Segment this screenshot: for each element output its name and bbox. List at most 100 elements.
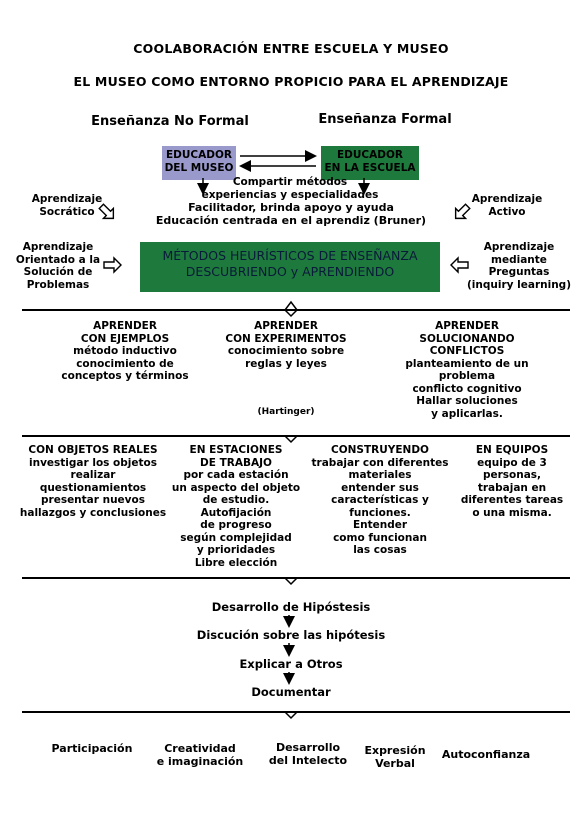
aprender-conflictos-l3: CONFLICTOS xyxy=(429,345,505,357)
modo-construyendo-l9: las cosas xyxy=(353,544,407,556)
modo-estaciones-l5: de estudio. xyxy=(202,494,270,506)
socratico-line1: Aprendizaje xyxy=(31,193,103,205)
divider-2 xyxy=(22,435,570,437)
divider-3 xyxy=(22,577,570,579)
facilitador-line2: Educación centrada en el aprendiz (Brune… xyxy=(155,214,427,227)
resultado-participacion: Participación xyxy=(42,742,142,756)
aprender-ejemplos-l5: conceptos y términos xyxy=(61,370,189,382)
educador-escuela-box: EDUCADOR EN LA ESCUELA xyxy=(321,146,419,180)
preguntas-line3: Preguntas xyxy=(488,266,550,278)
aprender-conflictos-l5: problema xyxy=(438,370,496,382)
aprendizaje-orientado: Aprendizaje Orientado a la Solución de P… xyxy=(12,241,104,291)
modo-objetos-l5: hallazgos y conclusiones xyxy=(19,506,167,519)
paso-discucion: Discución sobre las hipótesis xyxy=(196,628,386,642)
modo-equipos-l6: o una misma. xyxy=(472,506,552,519)
paso-explicar: Explicar a Otros xyxy=(239,657,343,671)
resultado-creatividad: Creatividad e imaginación xyxy=(150,742,250,768)
modo-objetos-l3: realizar questionamientos xyxy=(39,469,147,494)
orientado-line2: Orientado a la xyxy=(15,253,101,266)
modo-estaciones-l1: EN ESTACIONES xyxy=(189,444,283,456)
resultado-creatividad-l1: Creatividad xyxy=(164,742,236,755)
label-formal: Enseñanza Formal xyxy=(318,112,452,127)
paso-hipotesis: Desarrollo de Hipóstesis xyxy=(211,600,371,614)
resultado-intelecto: Desarrollo del Intelecto xyxy=(258,741,358,767)
modo-estaciones: EN ESTACIONES DE TRABAJO por cada estaci… xyxy=(170,444,302,569)
resultado-intelecto-l2: del Intelecto xyxy=(268,753,348,767)
compartir-text: Compartir métodos experiencias y especia… xyxy=(180,176,400,201)
metodos-line1: MÉTODOS HEURÍSTICOS DE ENSEÑANZA xyxy=(162,248,418,263)
modo-construyendo-l8: como funcionan xyxy=(333,531,427,544)
modo-construyendo-l4: entender sus xyxy=(341,481,419,494)
educador-escuela-line1: EDUCADOR xyxy=(337,149,403,161)
modo-estaciones-l3: por cada estación xyxy=(183,469,289,481)
modo-estaciones-l8: según complejidad xyxy=(180,531,292,544)
aprender-conflictos-l4: planteamiento de un xyxy=(405,357,529,370)
modo-estaciones-l10: Libre elección xyxy=(194,556,278,569)
aprender-conflictos-l2: SOLUCIONANDO xyxy=(419,332,515,345)
aprender-ejemplos-l3: método inductivo xyxy=(73,345,177,357)
aprender-conflictos-l6: conflicto cognitivo xyxy=(412,382,522,395)
activo-line1: Aprendizaje xyxy=(471,193,543,205)
aprender-conflictos: APRENDER SOLUCIONANDO CONFLICTOS plantea… xyxy=(392,320,542,420)
compartir-line2: experiencias y especialidades xyxy=(201,188,379,201)
modo-objetos-reales: CON OBJETOS REALES investigar los objeto… xyxy=(18,444,168,519)
aprender-ejemplos-l1: APRENDER xyxy=(93,320,157,332)
modo-equipos-l5: diferentes tareas xyxy=(460,494,564,506)
modo-equipos-l1: EN EQUIPOS xyxy=(475,444,549,456)
orientado-line3: Solución de xyxy=(23,266,93,278)
aprendizaje-preguntas: Aprendizaje mediante Preguntas (inquiry … xyxy=(464,241,574,291)
diagram-title: COOLABORACIÓN ENTRE ESCUELA Y MUSEO xyxy=(133,41,449,56)
resultado-expresion-l1: Expresión xyxy=(364,744,426,757)
modo-construyendo: CONSTRUYENDO trabajar con diferentes mat… xyxy=(310,444,450,557)
resultado-expresion-l2: Verbal xyxy=(375,756,415,770)
educador-museo-line1: EDUCADOR xyxy=(166,149,232,161)
modo-objetos-l2: investigar los objetos xyxy=(29,456,157,469)
educador-museo-line2: DEL MUSEO xyxy=(164,161,234,174)
aprender-experimentos-l3: conocimiento sobre xyxy=(227,345,345,357)
modo-estaciones-l9: y prioridades xyxy=(196,544,276,556)
aprender-experimentos: APRENDER CON EXPERIMENTOS conocimiento s… xyxy=(216,320,356,370)
paso-documentar: Documentar xyxy=(251,685,331,699)
orientado-line1: Aprendizaje xyxy=(22,241,94,253)
aprender-conflictos-l8: y aplicarlas. xyxy=(431,407,503,420)
modo-construyendo-l7: Entender xyxy=(352,519,408,531)
metodos-line2: DESCUBRIENDO y APRENDIENDO xyxy=(185,264,395,279)
resultado-expresion: Expresión Verbal xyxy=(350,744,440,770)
preguntas-line2: mediante xyxy=(491,253,547,266)
modo-estaciones-l4: un aspecto del objeto xyxy=(171,481,301,494)
educador-escuela-line2: EN LA ESCUELA xyxy=(324,161,416,174)
aprender-experimentos-l1: APRENDER xyxy=(254,320,318,332)
preguntas-line4: (inquiry learning) xyxy=(467,278,571,291)
label-no-formal: Enseñanza No Formal xyxy=(91,114,249,129)
modo-estaciones-l6: Autofijación xyxy=(200,506,272,519)
aprender-experimentos-l2: CON EXPERIMENTOS xyxy=(225,332,347,345)
arrow-orientado-icon xyxy=(103,256,122,274)
modo-equipos-l4: trabajan en xyxy=(477,481,547,494)
diagram-subtitle: EL MUSEO COMO ENTORNO PROPICIO PARA EL A… xyxy=(73,74,509,89)
educador-museo-box: EDUCADOR DEL MUSEO xyxy=(162,146,236,180)
divider-1 xyxy=(22,309,570,311)
modo-construyendo-l5: características y xyxy=(331,494,429,506)
aprender-ejemplos-l2: CON EJEMPLOS xyxy=(80,332,170,345)
activo-line2: Activo xyxy=(488,205,526,218)
modo-estaciones-l7: de progreso xyxy=(200,519,272,531)
aprendizaje-activo: Aprendizaje Activo xyxy=(462,193,552,218)
compartir-line1: Compartir métodos xyxy=(232,176,348,188)
modo-construyendo-l1: CONSTRUYENDO xyxy=(331,444,429,456)
modo-objetos-l4: presentar nuevos xyxy=(41,494,145,506)
modo-equipos: EN EQUIPOS equipo de 3 personas, trabaja… xyxy=(452,444,572,519)
divider-4 xyxy=(22,711,570,713)
modo-equipos-l2: equipo de 3 xyxy=(477,456,547,469)
socratico-line2: Socrático xyxy=(39,205,95,218)
resultado-autoconfianza: Autoconfianza xyxy=(436,748,536,762)
modo-equipos-l3: personas, xyxy=(482,469,542,481)
metodos-heuristicos-box: MÉTODOS HEURÍSTICOS DE ENSEÑANZA DESCUBR… xyxy=(140,242,440,292)
aprender-ejemplos-l4: conocimiento de xyxy=(76,357,174,370)
modo-construyendo-l6: funciones. xyxy=(349,506,411,519)
modo-construyendo-l3: materiales xyxy=(348,469,412,481)
resultado-autoconfianza-l1: Autoconfianza xyxy=(441,748,531,761)
hartinger-citation: (Hartinger) xyxy=(257,407,315,417)
modo-construyendo-l2: trabajar con diferentes xyxy=(311,456,449,469)
facilitador-line1: Facilitador, brinda apoyo y ayuda xyxy=(188,201,394,214)
aprender-experimentos-l4: reglas y leyes xyxy=(245,357,327,370)
